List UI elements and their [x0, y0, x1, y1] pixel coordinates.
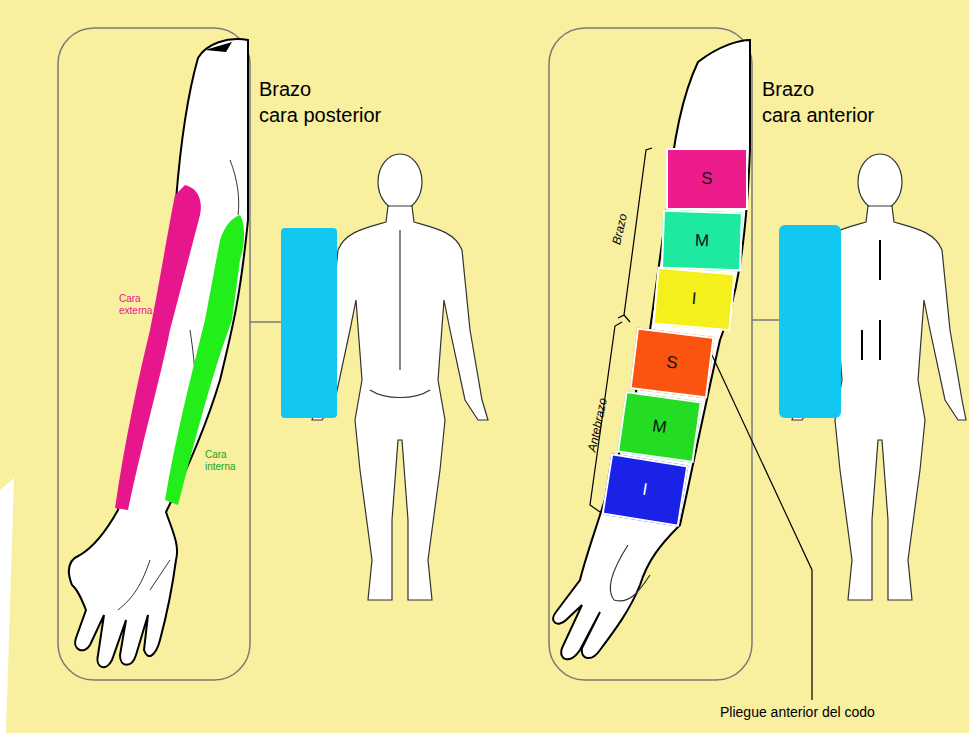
blue-block	[779, 225, 841, 418]
zone-band: M	[617, 391, 702, 463]
zone-band: S	[666, 148, 748, 210]
part-label: Pliegue anterior del codo	[720, 704, 875, 720]
zone-letter: I	[641, 480, 649, 500]
part-label: Brazo	[609, 212, 630, 246]
part-label: Antebrazo	[585, 397, 610, 453]
zone-letter: M	[651, 416, 668, 438]
zone-letter: S	[665, 352, 679, 373]
view-title: Brazo cara posterior	[259, 76, 391, 128]
wrap-spacer	[850, 76, 894, 102]
zone-band: I	[602, 453, 689, 526]
zone-letter: M	[695, 230, 710, 250]
arm-detail	[205, 42, 232, 52]
region-shape	[113, 183, 205, 513]
arm-outline	[69, 39, 248, 667]
panel-frame	[58, 28, 250, 680]
skin-region: Cara interna	[163, 213, 247, 507]
leader-line	[705, 340, 812, 700]
region-label: Cara interna	[205, 449, 249, 473]
leader-line	[250, 321, 281, 323]
arm-detail	[610, 545, 650, 601]
body-figure	[312, 154, 488, 600]
leader-line	[752, 319, 779, 321]
region-label: Cara externa	[119, 293, 163, 317]
skin-region: Cara externa	[113, 183, 205, 513]
wrap-spacer	[347, 76, 391, 102]
zone-band: M	[661, 210, 743, 272]
panel-frame	[549, 28, 752, 680]
page-edge	[0, 478, 14, 733]
zone-band: I	[653, 267, 736, 332]
arm-outline	[553, 40, 750, 659]
view-title: Brazo cara anterior	[762, 76, 894, 128]
zone-letter: S	[701, 169, 712, 189]
zone-letter: I	[691, 289, 697, 309]
blue-block	[281, 228, 337, 418]
zone-band: S	[630, 327, 715, 398]
